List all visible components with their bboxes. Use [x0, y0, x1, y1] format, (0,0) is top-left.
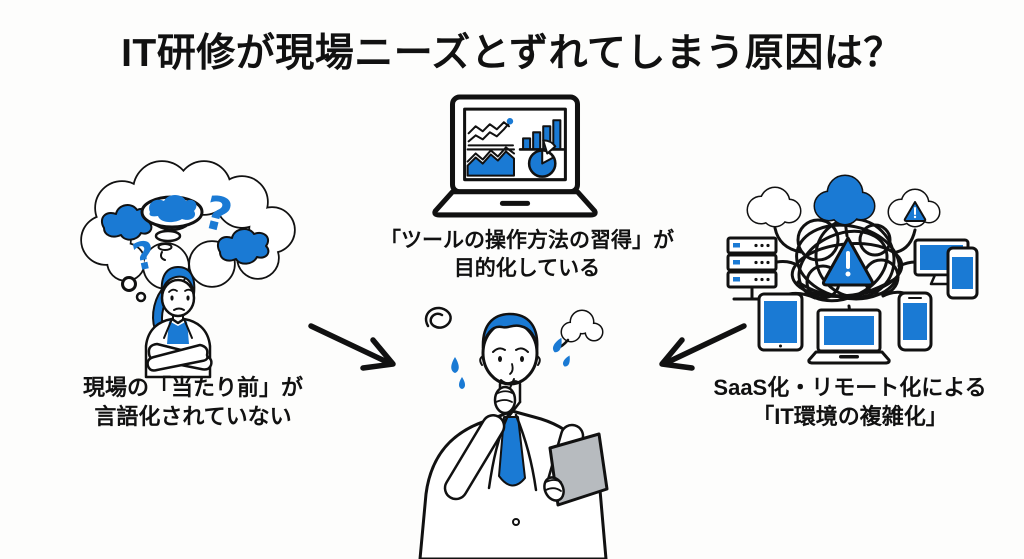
tangled-network-figure [726, 174, 979, 365]
tornado-icon [140, 195, 204, 261]
cause-left-line2: 言語化されていない [94, 404, 292, 430]
arrow-right-to-center-icon [659, 323, 747, 371]
smartphone-icon [946, 246, 979, 300]
storm-cloud-icon [216, 228, 270, 265]
page-title: IT研修が現場ニーズとずれてしまう原因は？ [121, 32, 903, 75]
laptop-icon [807, 308, 891, 365]
tablet-icon [757, 292, 804, 352]
blue-cloud-icon [813, 174, 876, 226]
pie-chart-icon [527, 139, 557, 178]
line-chart-icon [467, 117, 514, 147]
cause-right-line1: SaaS化・リモート化による [713, 375, 987, 400]
cause-right-label: SaaS化・リモート化による 「IT環境の複雑化」 [678, 373, 1022, 432]
cloud-icon [746, 186, 802, 228]
confused-woman-figure: ? ? [80, 160, 296, 379]
woman-illustration [144, 266, 213, 379]
cause-center-label: 「ツールの操作方法の習得」が 目的化している [332, 227, 722, 283]
area-chart-icon [466, 146, 515, 177]
arrow-left-to-center-icon [308, 323, 396, 371]
necktie [498, 416, 526, 487]
cause-center-line1: 「ツールの操作方法の習得」が [380, 229, 674, 252]
thought-cloud-icon [555, 309, 604, 350]
cause-right-line2: 「IT環境の複雑化」 [752, 404, 948, 430]
cause-left-label: 現場の「当たり前」が 言語化されていない [18, 373, 368, 432]
worried-businessman-figure [418, 306, 609, 559]
cause-left-line1: 現場の「当たり前」が [82, 375, 303, 400]
confusion-scribble-icon [424, 306, 452, 329]
bar-chart-icon [518, 119, 565, 151]
man-head [479, 312, 541, 386]
laptop-charts-figure [432, 94, 598, 218]
warning-triangle-icon [821, 236, 875, 287]
cause-center-line2: 目的化している [453, 256, 601, 280]
sweat-drops-icon [451, 337, 570, 389]
server-icon [726, 236, 778, 301]
smartphone-icon [897, 291, 933, 352]
hand-holding-tablet [543, 423, 609, 507]
warning-cloud-icon [887, 188, 941, 228]
hand-on-chin [443, 378, 517, 501]
